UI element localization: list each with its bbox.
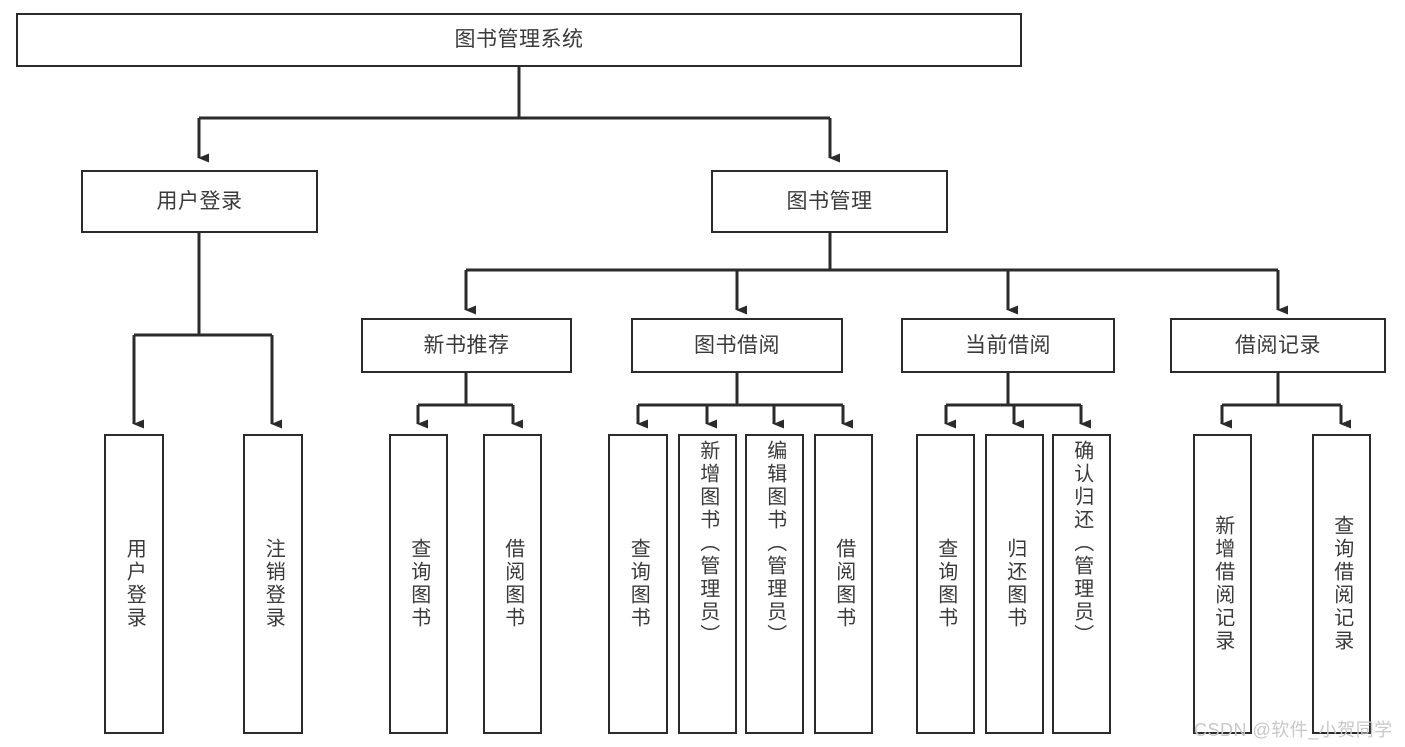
node-label: 编辑图书（管理员） xyxy=(763,440,786,647)
node-new-book-recommend[interactable]: 新书推荐 xyxy=(361,318,572,373)
node-label: 借阅图书 xyxy=(832,538,855,630)
leaf-node-query-book-borrow[interactable]: 查询图书 xyxy=(608,434,668,734)
leaf-node-edit-book-admin[interactable]: 编辑图书（管理员） xyxy=(745,434,804,734)
connector-user-login-to-leaves xyxy=(132,233,282,429)
node-label: 注销登录 xyxy=(262,538,285,630)
node-label: 查询图书 xyxy=(934,538,957,630)
node-label: 当前借阅 xyxy=(965,333,1051,357)
node-label: 图书管理系统 xyxy=(454,28,584,52)
leaf-node-confirm-return-admin[interactable]: 确认归还（管理员） xyxy=(1052,434,1111,734)
leaf-node-return-book[interactable]: 归还图书 xyxy=(985,434,1044,734)
csdn-watermark: CSDN @软件_小贺同学 xyxy=(1194,720,1393,740)
node-label: 查询借阅记录 xyxy=(1330,515,1353,653)
node-label: 查询图书 xyxy=(627,538,650,630)
node-root-book-management-system[interactable]: 图书管理系统 xyxy=(16,13,1022,67)
leaf-node-query-book-recommend[interactable]: 查询图书 xyxy=(389,434,448,734)
leaf-node-query-borrow-record[interactable]: 查询借阅记录 xyxy=(1312,434,1371,734)
node-borrow-record[interactable]: 借阅记录 xyxy=(1170,318,1386,373)
node-label: 借阅图书 xyxy=(501,538,524,630)
node-label: 新书推荐 xyxy=(423,333,510,357)
node-label: 查询图书 xyxy=(407,538,430,630)
leaf-node-borrow-book-recommend[interactable]: 借阅图书 xyxy=(483,434,542,734)
node-label: 用户登录 xyxy=(123,538,146,630)
leaf-node-borrow-book[interactable]: 借阅图书 xyxy=(814,434,873,734)
leaf-node-add-borrow-record[interactable]: 新增借阅记录 xyxy=(1193,434,1252,734)
leaf-node-user-login[interactable]: 用户登录 xyxy=(104,434,164,734)
node-label: 归还图书 xyxy=(1003,538,1026,630)
node-label: 新增借阅记录 xyxy=(1211,515,1234,653)
node-book-borrow[interactable]: 图书借阅 xyxy=(631,318,843,373)
node-current-borrow[interactable]: 当前借阅 xyxy=(901,318,1115,373)
node-label: 新增图书（管理员） xyxy=(696,440,719,647)
connector-current-borrow-to-leaves xyxy=(944,373,1091,429)
connector-new-book-to-leaves xyxy=(416,373,523,429)
connector-book-manage-to-level3 xyxy=(464,233,1288,315)
node-label: 图书借阅 xyxy=(694,333,780,357)
node-book-management[interactable]: 图书管理 xyxy=(711,170,948,233)
node-user-login[interactable]: 用户登录 xyxy=(81,170,318,233)
connector-root-to-level2 xyxy=(197,67,840,163)
connector-borrow-record-to-leaves xyxy=(1220,373,1351,429)
node-label: 图书管理 xyxy=(786,189,873,213)
leaf-node-logout[interactable]: 注销登录 xyxy=(243,434,303,734)
leaf-node-query-book-current[interactable]: 查询图书 xyxy=(916,434,975,734)
node-label: 确认归还（管理员） xyxy=(1070,440,1093,647)
node-label: 借阅记录 xyxy=(1235,333,1321,357)
leaf-node-add-book-admin[interactable]: 新增图书（管理员） xyxy=(678,434,737,734)
node-label: 用户登录 xyxy=(156,189,243,213)
connector-book-borrow-to-leaves xyxy=(636,373,853,429)
